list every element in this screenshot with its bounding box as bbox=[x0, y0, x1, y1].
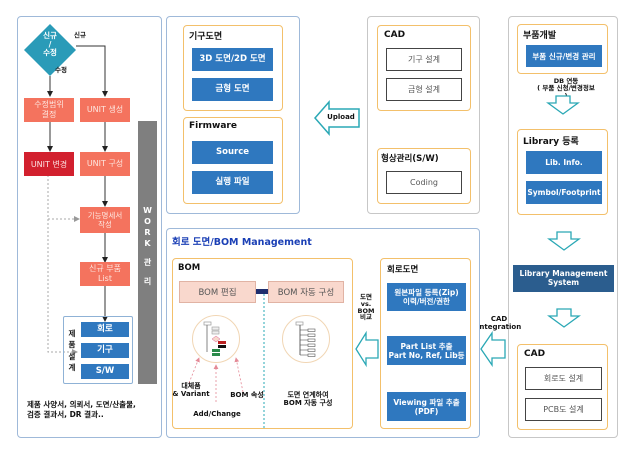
bom-edit-tree-icon bbox=[192, 315, 240, 363]
step-unit-change[interactable]: UNIT 변경 bbox=[24, 152, 74, 176]
dotted-connector bbox=[47, 175, 78, 355]
parts-dev-title: 부품개발 bbox=[523, 31, 557, 41]
left-arrow-icon bbox=[480, 330, 506, 368]
bom-auto-tree-glyph bbox=[295, 321, 316, 357]
step-unit-config[interactable]: UNIT 구성 bbox=[80, 152, 130, 176]
schematic-part-list-extract[interactable]: Part List 추출 Part No, Ref, Lib등 bbox=[387, 336, 466, 365]
drawing-mold[interactable]: 금형 도면 bbox=[192, 78, 273, 101]
step-new-parts-list[interactable]: 신규 부품 List bbox=[80, 262, 130, 286]
variant-label: 대체품 & Variant bbox=[172, 382, 210, 399]
bom-link-connector bbox=[256, 289, 269, 294]
auto-config-desc: 도면 연계하여 BOM 자동 구성 bbox=[283, 391, 333, 408]
schematic-source-upload[interactable]: 원본파일 등록(Zip) 이력/버전/권한 bbox=[387, 283, 466, 311]
config-mgmt-title: 형상관리(S/W) bbox=[381, 154, 439, 164]
down-arrow-icon bbox=[546, 95, 580, 115]
compare-label: 도면 vs. BOM 비교 bbox=[357, 293, 375, 322]
step-unit-create[interactable]: UNIT 생성 bbox=[80, 98, 130, 122]
product-design-label: 제 품 설 계 bbox=[68, 329, 76, 372]
branch-edit-label: 수정 bbox=[55, 66, 67, 74]
design-circuit[interactable]: 회로 bbox=[81, 322, 129, 337]
mechanical-drawing-title: 기구도면 bbox=[189, 32, 223, 42]
mech-cad-title: CAD bbox=[384, 30, 406, 40]
upload-arrow: Upload bbox=[314, 100, 360, 136]
upload-label: Upload bbox=[327, 113, 355, 121]
firmware-executable[interactable]: 실행 파일 bbox=[192, 171, 273, 194]
cad-mechanical-design[interactable]: 기구 설계 bbox=[386, 48, 462, 71]
step-edit-scope[interactable]: 수정범위 결정 bbox=[24, 98, 74, 122]
bom-management-title: 회로 도면/BOM Management bbox=[172, 237, 312, 248]
new-or-edit-decision[interactable]: 신규 / 수정 bbox=[24, 24, 76, 76]
cad-integration-label: CAD Integration bbox=[476, 315, 522, 332]
bom-auto-config[interactable]: BOM 자동 구성 bbox=[268, 281, 344, 303]
connector bbox=[76, 45, 108, 97]
firmware-title: Firmware bbox=[189, 121, 237, 131]
schematic-viewing-extract[interactable]: Viewing 파일 추출 (PDF) bbox=[387, 392, 466, 421]
left-arrow-icon bbox=[355, 330, 379, 368]
drawing-3d-2d[interactable]: 3D 도면/2D 도면 bbox=[192, 48, 273, 71]
step-spec-doc[interactable]: 기능명세서 작성 bbox=[80, 207, 130, 233]
schematic-title: 회로도면 bbox=[387, 265, 419, 275]
deliverables-footer: 제품 사양서, 의뢰서, 도면/산출물, 검증 결과서, DR 결과.. bbox=[27, 400, 136, 420]
design-software[interactable]: S/W bbox=[81, 364, 129, 379]
ecad-title: CAD bbox=[524, 349, 546, 359]
decision-line3: 수정 bbox=[43, 48, 57, 58]
cad-schematic-design[interactable]: 회로도 설계 bbox=[525, 367, 602, 390]
bom-attribute-label: BOM 속성 bbox=[230, 391, 264, 399]
cad-pcb-design[interactable]: PCB도 설계 bbox=[525, 398, 602, 421]
bom-edit-tree-glyph bbox=[203, 321, 226, 356]
down-arrow-icon bbox=[547, 231, 581, 251]
parts-new-change-mgmt[interactable]: 부품 신규/변경 관리 bbox=[526, 45, 602, 67]
diamond-shape bbox=[24, 24, 76, 76]
config-coding[interactable]: Coding bbox=[386, 171, 462, 194]
decision-line2: / bbox=[48, 39, 52, 49]
left-arrow-icon bbox=[314, 100, 360, 136]
library-info[interactable]: Lib. Info. bbox=[526, 151, 602, 174]
firmware-source[interactable]: Source bbox=[192, 141, 273, 164]
bom-title: BOM bbox=[178, 263, 201, 273]
decision-line1: 신규 bbox=[43, 31, 57, 40]
work-management-bar: W O R K 관 리 bbox=[138, 121, 157, 384]
add-change-label: Add/Change bbox=[193, 410, 241, 418]
design-mechanical[interactable]: 기구 bbox=[81, 343, 129, 358]
bom-divider bbox=[263, 294, 265, 429]
library-reg-title: Library 등록 bbox=[523, 137, 579, 147]
product-design-group bbox=[63, 316, 133, 384]
bom-edit[interactable]: BOM 편집 bbox=[179, 281, 256, 303]
bom-auto-tree-icon bbox=[282, 315, 330, 363]
branch-new-label: 신규 bbox=[74, 31, 86, 39]
down-arrow-icon bbox=[547, 308, 581, 328]
cad-mold-design[interactable]: 금형 설계 bbox=[386, 78, 462, 101]
library-management-system[interactable]: Library Management System bbox=[513, 265, 614, 292]
library-symbol-footprint[interactable]: Symbol/Footprint bbox=[526, 181, 602, 204]
